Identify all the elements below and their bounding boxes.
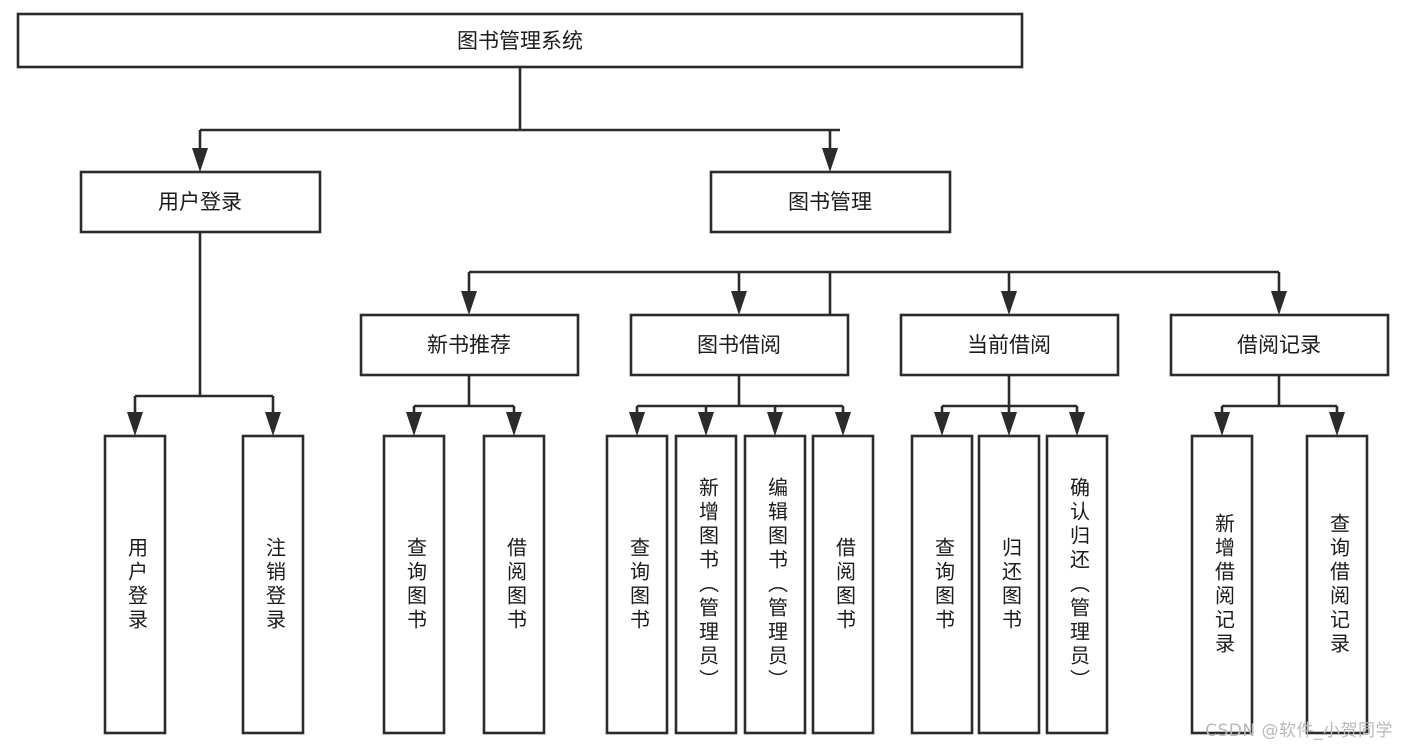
connector-book-manage-bus — [467, 270, 1281, 376]
arrowhead-leaf-confirm-return — [1069, 412, 1085, 436]
arrowhead-leaf-borrow-book-1 — [506, 412, 522, 436]
node-leaf-add-record-label: 新增借阅记录 — [1212, 513, 1236, 657]
node-leaf-logout-login[interactable]: 注销登录 — [241, 434, 305, 735]
node-borrow-record[interactable]: 借阅记录 — [1169, 313, 1390, 377]
node-leaf-query-book-1[interactable]: 查询图书 — [382, 434, 446, 735]
arrowhead-leaf-logout-login — [265, 412, 281, 436]
node-user-login[interactable]: 用户登录 — [79, 170, 322, 234]
node-leaf-return-book-label: 归还图书 — [999, 537, 1023, 633]
arrowhead-borrow-record — [1271, 291, 1287, 315]
node-root-label: 图书管理系统 — [457, 29, 583, 53]
node-current-borrow-label: 当前借阅 — [967, 333, 1051, 357]
connector-layer — [127, 67, 1345, 436]
arrowhead-leaf-query-record — [1329, 412, 1345, 436]
node-book-borrow-label: 图书借阅 — [697, 333, 781, 357]
arrowhead-new-book-recommend — [461, 291, 477, 315]
node-user-login-label: 用户登录 — [158, 190, 242, 214]
connector-borrow-record-bus — [1220, 375, 1339, 416]
node-leaf-query-book-1-label: 查询图书 — [404, 537, 428, 633]
node-leaf-query-book-2[interactable]: 查询图书 — [605, 434, 669, 735]
node-leaf-logout-login-label: 注销登录 — [263, 537, 287, 633]
arrowhead-user-login — [192, 148, 208, 172]
arrowhead-leaf-edit-book — [767, 412, 783, 436]
connector-current-borrow-bus — [940, 375, 1079, 416]
node-new-book-recommend-label: 新书推荐 — [427, 333, 511, 357]
node-leaf-add-book[interactable]: 新增图书（管理员） — [674, 434, 738, 735]
connector-user-login-bus — [133, 232, 275, 416]
node-leaf-add-record[interactable]: 新增借阅记录 — [1190, 434, 1254, 735]
node-leaf-query-book-3-label: 查询图书 — [932, 537, 956, 633]
node-leaf-add-book-label: 新增图书（管理员） — [696, 477, 720, 693]
connector-new-book-recommend-bus — [412, 375, 516, 416]
node-borrow-record-label: 借阅记录 — [1237, 333, 1321, 357]
node-leaf-borrow-book-1[interactable]: 借阅图书 — [482, 434, 546, 735]
node-root[interactable]: 图书管理系统 — [16, 12, 1024, 69]
arrowhead-leaf-query-book-3 — [934, 412, 950, 436]
arrowhead-leaf-add-record — [1214, 412, 1230, 436]
node-leaf-user-login-label: 用户登录 — [125, 537, 149, 633]
node-leaf-borrow-book-2-label: 借阅图书 — [833, 537, 857, 633]
arrowhead-leaf-add-book — [698, 412, 714, 436]
connector-book-borrow-bus — [635, 375, 845, 416]
node-leaf-user-login[interactable]: 用户登录 — [103, 434, 167, 735]
node-leaf-borrow-book-2[interactable]: 借阅图书 — [811, 434, 875, 735]
arrowhead-book-borrow — [731, 291, 747, 315]
node-new-book-recommend[interactable]: 新书推荐 — [359, 313, 580, 377]
node-leaf-query-record-label: 查询借阅记录 — [1327, 513, 1351, 657]
node-book-manage-label: 图书管理 — [788, 190, 872, 214]
arrowhead-current-borrow — [1001, 291, 1017, 315]
node-leaf-return-book[interactable]: 归还图书 — [977, 434, 1041, 735]
watermark-text: CSDN @软件_小贺同学 — [1205, 721, 1393, 741]
connector-root-bus — [198, 67, 840, 152]
node-book-manage[interactable]: 图书管理 — [709, 170, 952, 234]
arrowhead-leaf-query-book-1 — [406, 412, 422, 436]
arrowhead-book-manage — [822, 148, 838, 172]
arrowhead-leaf-return-book — [1001, 412, 1017, 436]
node-leaf-edit-book[interactable]: 编辑图书（管理员） — [743, 434, 807, 735]
arrowhead-leaf-query-book-2 — [629, 412, 645, 436]
node-leaf-query-book-3[interactable]: 查询图书 — [910, 434, 974, 735]
arrowhead-leaf-borrow-book-2 — [835, 412, 851, 436]
node-leaf-confirm-return[interactable]: 确认归还（管理员） — [1045, 434, 1109, 735]
node-leaf-borrow-book-1-label: 借阅图书 — [504, 537, 528, 633]
node-leaf-edit-book-label: 编辑图书（管理员） — [765, 477, 789, 693]
arrowhead-leaf-user-login — [127, 412, 143, 436]
node-leaf-confirm-return-label: 确认归还（管理员） — [1067, 477, 1091, 693]
node-leaf-query-book-2-label: 查询图书 — [627, 537, 651, 633]
node-book-borrow[interactable]: 图书借阅 — [629, 313, 850, 377]
node-leaf-query-record[interactable]: 查询借阅记录 — [1305, 434, 1369, 735]
node-current-borrow[interactable]: 当前借阅 — [899, 313, 1120, 377]
